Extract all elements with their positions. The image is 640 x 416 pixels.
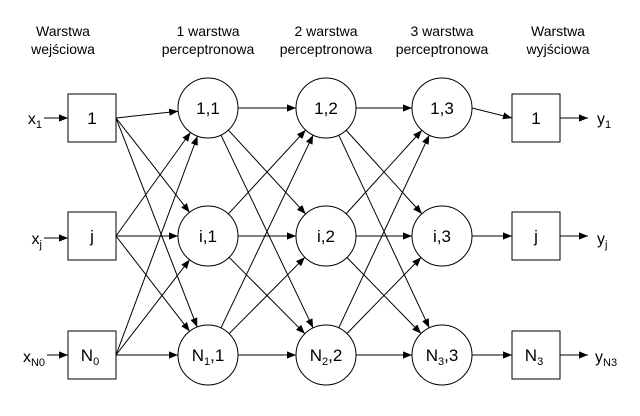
neuron-i-1-label: i,1 [199,227,217,246]
input-signals: x1 xj xN0 [23,111,68,369]
output-box-j-label: j [533,227,538,246]
header-layer1-line2: perceptronowa [162,41,255,57]
input-label-n0: xN0 [23,349,45,369]
edge-input-2-to-l1-0 [115,135,198,356]
neuron-i-1 [177,205,239,267]
neuron-1-2 [295,77,357,139]
neuron-1-2-label: 1,2 [314,99,338,118]
output-layer: 1 j N3 [511,93,561,380]
output-signals: y1 yj yN3 [560,111,617,369]
output-label-1: y1 [597,111,611,131]
header-layer1-line1: 1 warstwa [176,23,239,39]
input-layer: 1 j N0 [67,93,117,380]
header-input-layer-line1: Warstwa [36,23,90,39]
header-input-layer-line2: wejściowa [30,41,95,57]
input-box-1 [67,93,117,143]
edge-input-0-to-l1-0 [115,108,179,119]
connections [115,104,513,359]
neuron-1-1-label: 1,1 [196,99,220,118]
edge-l2-2-to-l3-0 [338,134,430,329]
edge-input-1-to-l1-2 [115,235,191,332]
edge-l3-0-to-output [471,107,513,120]
neuron-i-2-label: i,2 [317,227,335,246]
input-box-n0 [67,330,117,380]
neuron-n3-3-label: N3,3 [426,346,459,368]
edge-l1-2-to-l2-0 [220,134,314,329]
output-box-1 [511,93,561,143]
input-box-1-label: 1 [87,109,96,128]
input-box-j [67,211,117,261]
header-output-layer-line2: wyjściowa [525,41,589,57]
header-layer3-line2: perceptronowa [396,41,489,57]
output-box-1-label: 1 [531,109,540,128]
neuron-1-3-label: 1,3 [430,99,454,118]
output-box-n3-label: N3 [525,346,543,368]
edge-l1-2-to-l2-1 [228,256,306,335]
neuron-i-3-label: i,3 [433,227,451,246]
input-label-1: x1 [28,111,42,131]
edge-input-0-to-l1-1 [115,117,190,213]
neuron-n2-2 [295,324,357,386]
neuron-n1-1-label: N1,1 [192,346,225,368]
edge-input-0-to-l1-2 [115,117,198,328]
input-label-j: xj [32,231,42,251]
perceptron-layer-3: 1,3 i,3 N3,3 [411,77,473,386]
neuron-i-3 [411,205,473,267]
header-layer2-line1: 2 warstwa [294,23,357,39]
neuron-n1-1 [177,324,239,386]
neuron-1-1 [177,77,239,139]
output-label-j: yj [597,231,607,251]
neuron-n3-3 [411,324,473,386]
header-output-layer-line1: Warstwa [531,23,585,39]
output-box-j [511,211,561,261]
neuron-i-2 [295,205,357,267]
edge-input-1-to-l1-0 [115,132,191,237]
output-box-n3 [511,330,561,380]
perceptron-layer-2: 1,2 i,2 N2,2 [295,77,357,386]
edge-l1-1-to-l2-0 [227,129,307,215]
edge-l2-2-to-l3-1 [346,257,422,334]
input-box-n0-label: N0 [81,346,99,368]
edge-input-2-to-l1-1 [115,259,191,356]
header-layer2-line2: perceptronowa [280,41,373,57]
edge-l2-1-to-l3-0 [345,129,423,215]
neuron-n2-2-label: N2,2 [310,346,343,368]
input-box-j-label: j [89,227,94,246]
perceptron-layer-1: 1,1 i,1 N1,1 [177,77,239,386]
output-label-n3: yN3 [595,349,617,369]
neuron-1-3 [411,77,473,139]
header-layer3-line1: 3 warstwa [410,23,473,39]
